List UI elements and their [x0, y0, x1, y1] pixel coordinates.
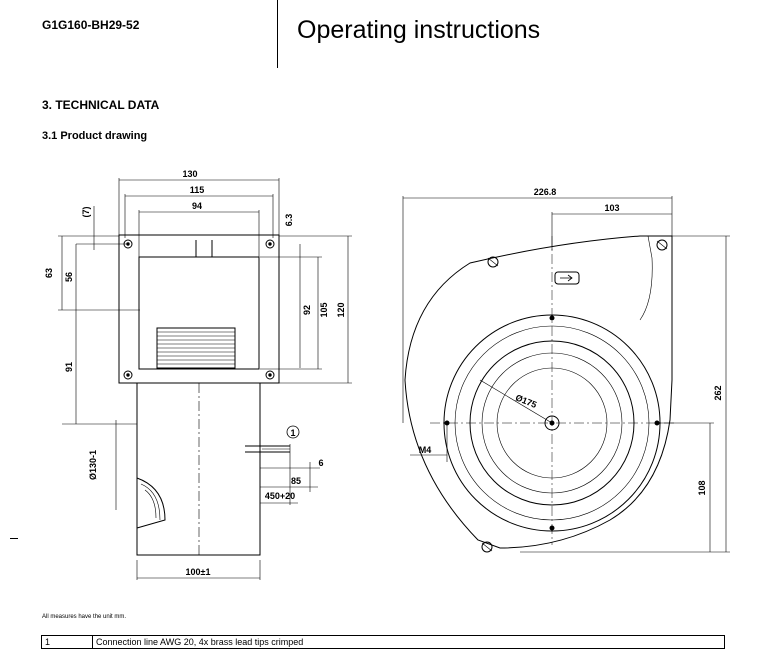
dim-105: 105 [319, 302, 329, 317]
dim-dia-130: Ø130-1 [88, 450, 98, 480]
dim-6-3: 6.3 [284, 214, 294, 227]
note-text: Connection line AWG 20, 4x brass lead ti… [92, 635, 725, 649]
dim-56: 56 [64, 272, 74, 282]
side-view [402, 196, 730, 553]
dim-262: 262 [713, 385, 723, 400]
dim-85: 85 [291, 476, 301, 486]
product-code: G1G160-BH29-52 [42, 18, 140, 32]
dim-94: 94 [192, 201, 202, 211]
margin-dash [10, 538, 18, 539]
measures-note: All measures have the unit mm. [42, 614, 127, 620]
dim-115: 115 [190, 185, 205, 195]
dim-120: 120 [336, 302, 346, 317]
page-title: Operating instructions [297, 16, 541, 44]
notes-table: 1 Connection line AWG 20, 4x brass lead … [41, 635, 725, 649]
section-title: 3. TECHNICAL DATA [42, 98, 160, 112]
dim-6: 6 [318, 458, 323, 468]
dim-91: 91 [64, 362, 74, 372]
dim-450: 450+20 [265, 491, 295, 501]
dim-92: 92 [302, 305, 312, 315]
dim-130: 130 [182, 169, 197, 179]
dim-7: (7) [81, 206, 91, 217]
front-view [58, 178, 352, 580]
dim-100: 100±1 [186, 567, 211, 577]
side-housing [404, 235, 673, 549]
front-motor-body [136, 382, 261, 556]
dim-63: 63 [44, 268, 54, 278]
dim-108: 108 [697, 480, 707, 495]
front-outlet [138, 256, 260, 370]
header-divider [277, 0, 278, 68]
table-row: 1 Connection line AWG 20, 4x brass lead … [41, 635, 725, 649]
dim-m4: M4 [419, 445, 432, 455]
dim-226-8: 226.8 [534, 187, 557, 197]
note-number: 1 [41, 635, 93, 649]
dim-103: 103 [604, 203, 619, 213]
product-drawing: 130 115 94 (7) 6.3 63 56 91 92 105 120 Ø… [44, 169, 730, 580]
callout-1: 1 [290, 428, 295, 438]
section-subtitle: 3.1 Product drawing [42, 130, 148, 142]
